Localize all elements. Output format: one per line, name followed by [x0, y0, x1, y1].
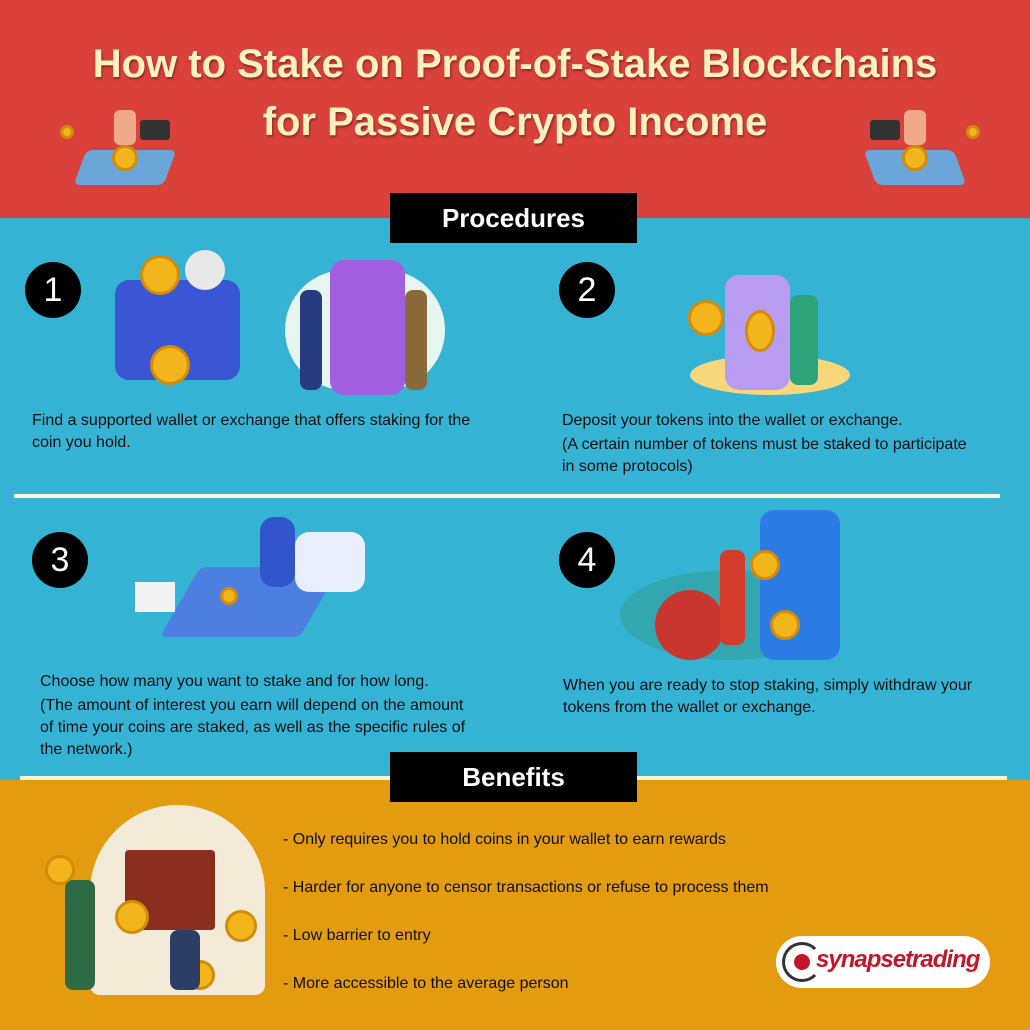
page-title-line1: How to Stake on Proof-of-Stake Blockchai…: [92, 42, 938, 86]
hand-coin-illustration-left: [50, 100, 200, 195]
deposit-phone-illustration: [680, 250, 860, 400]
step-3-badge: 3: [32, 532, 88, 588]
exchange-phone-illustration: [275, 250, 455, 400]
step-1-text: Find a supported wallet or exchange that…: [32, 412, 471, 451]
step-2-text: Deposit your tokens into the wallet or e…: [562, 412, 903, 429]
benefit-item: - Harder for anyone to censor transactio…: [283, 879, 769, 896]
wallet-illustration: [100, 245, 250, 395]
benefit-item: - Low barrier to entry: [283, 927, 431, 944]
logo-text: synapsetrading: [816, 946, 980, 973]
step-4-text: When you are ready to stop staking, simp…: [563, 677, 973, 716]
synapsetrading-logo: synapsetrading: [776, 936, 990, 988]
vault-illustration: [40, 795, 270, 1005]
step-2-note: (A certain number of tokens must be stak…: [562, 436, 967, 475]
benefits-heading: Benefits: [390, 752, 637, 802]
divider: [14, 494, 1000, 498]
withdraw-illustration: [620, 510, 870, 665]
benefit-item: - Only requires you to hold coins in you…: [283, 831, 726, 848]
page-title-line2: for Passive Crypto Income: [262, 100, 768, 144]
step-3-note: (The amount of interest you earn will de…: [40, 697, 466, 758]
synapse-logo-icon: [782, 942, 822, 982]
step-3-text: Choose how many you want to stake and fo…: [40, 673, 429, 690]
hand-coin-illustration-right: [840, 100, 990, 195]
header-banner: [0, 0, 1030, 218]
isometric-trading-illustration: [130, 512, 375, 667]
step-1-badge: 1: [25, 262, 81, 318]
step-4-badge: 4: [559, 532, 615, 588]
benefit-item: - More accessible to the average person: [283, 975, 569, 992]
procedures-heading: Procedures: [390, 193, 637, 243]
step-2-badge: 2: [559, 262, 615, 318]
